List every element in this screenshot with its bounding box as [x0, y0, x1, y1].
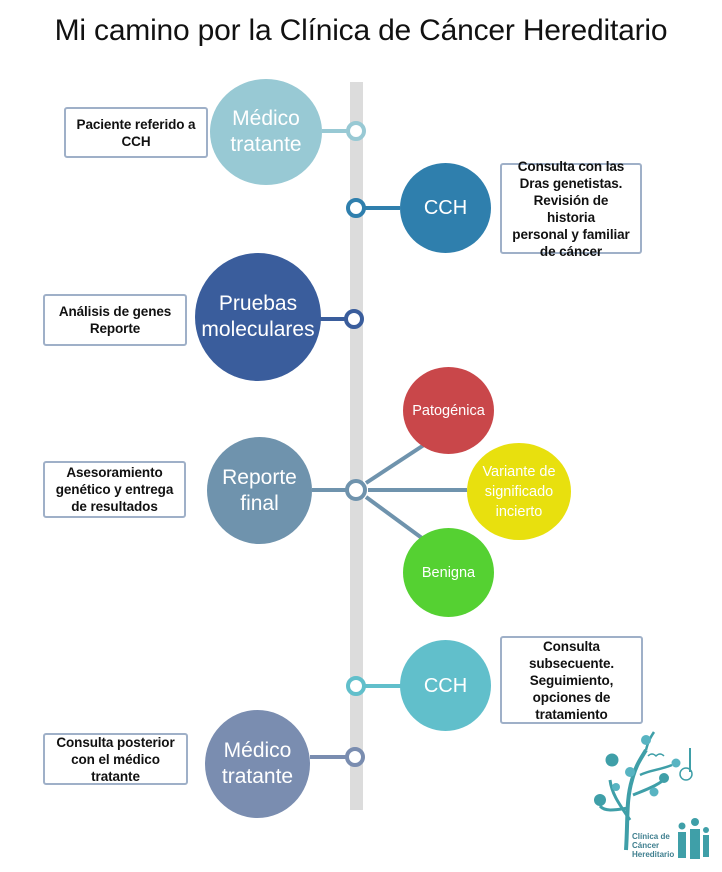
clinic-logo-text: Clínica de Cáncer Hereditario — [632, 832, 675, 859]
step-4-circle: Reporte final — [207, 437, 312, 544]
result-benigna-circle: Benigna — [403, 528, 494, 617]
step-6-note: Consulta posterior con el médico tratant… — [43, 733, 188, 785]
connector-benigna — [364, 495, 432, 546]
timeline-node-2 — [346, 198, 366, 218]
page-title: Mi camino por la Clínica de Cáncer Hered… — [54, 14, 668, 47]
timeline-bar — [350, 82, 363, 810]
timeline-node-5 — [346, 676, 366, 696]
clinic-logo-tree — [594, 731, 709, 859]
step-2-circle: CCH — [400, 163, 491, 253]
step-2-note: Consulta con las Dras genetistas. Revisi… — [500, 159, 642, 259]
timeline-node-6 — [345, 747, 365, 767]
step-1-circle: Médico tratante — [210, 79, 322, 185]
timeline-node-3 — [344, 309, 364, 329]
step-5-note: Consulta subsecuente. Seguimiento, opcio… — [500, 636, 643, 724]
step-3-note: Análisis de genes Reporte — [43, 294, 187, 346]
connector-patogenica — [364, 439, 432, 485]
timeline-node-4 — [345, 479, 367, 501]
step-3-circle: Pruebas moleculares — [195, 253, 321, 381]
result-patogenica-circle: Patogénica — [403, 367, 494, 454]
step-6-circle: Médico tratante — [205, 710, 310, 818]
timeline-node-1 — [346, 121, 366, 141]
step-5-circle: CCH — [400, 640, 491, 731]
step-1-note: Paciente referido a CCH — [64, 107, 208, 158]
result-incierto-circle: Variante de significado incierto — [467, 443, 571, 540]
step-4-note: Asesoramiento genético y entrega de resu… — [43, 461, 186, 518]
